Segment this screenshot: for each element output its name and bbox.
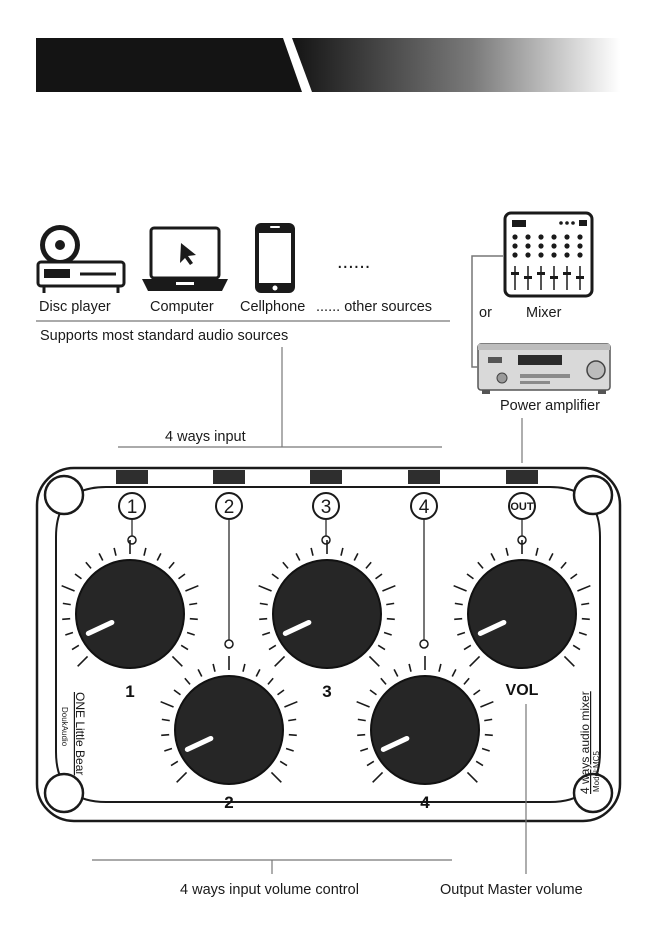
mixer-knob-dot — [512, 243, 517, 248]
output-jack — [506, 470, 538, 484]
knob-tick — [357, 735, 365, 736]
knob-label-3: 3 — [322, 682, 331, 701]
mounting-hole — [45, 476, 83, 514]
badge-number: OUT — [510, 501, 534, 513]
mixer-knob-dot — [551, 252, 556, 257]
input-jack — [116, 470, 148, 484]
knob-tick — [582, 619, 590, 620]
sources-ellipsis: ...... — [337, 251, 370, 273]
badge-number: 2 — [224, 497, 235, 518]
mixer-knob-dot — [512, 234, 517, 239]
mixer-icon — [505, 213, 592, 296]
knob-label-1: 1 — [125, 682, 134, 701]
brand-label: ONE Little Bear — [73, 692, 87, 775]
mixer-knob-dot — [577, 252, 582, 257]
knob-tick — [259, 619, 267, 620]
mounting-hole — [574, 476, 612, 514]
badge-number: 1 — [127, 497, 138, 518]
knob-tick — [62, 619, 70, 620]
mixer-knob-dot — [564, 234, 569, 239]
knob-body[interactable] — [76, 560, 184, 668]
mixer-knob-dot — [525, 243, 530, 248]
mixer-knob-dot — [577, 234, 582, 239]
knob-body[interactable] — [273, 560, 381, 668]
other-sources-label: ...... other sources — [316, 299, 432, 315]
mixer-knob-dot — [512, 252, 517, 257]
or-label: or — [479, 305, 492, 321]
mixer-label: Mixer — [526, 305, 562, 321]
knob-tick — [454, 619, 462, 620]
mixer-knob-dot — [551, 234, 556, 239]
knob-label-vol: VOL — [506, 682, 539, 699]
mixer-knob-dot — [564, 252, 569, 257]
header-dark-block — [36, 38, 302, 92]
disc-player-label: Disc player — [39, 299, 111, 315]
knob-label-2: 2 — [224, 793, 233, 812]
mixer-fader-cap — [524, 276, 532, 279]
model-label: Model:MC5 — [592, 751, 601, 792]
knob-tick — [387, 619, 395, 620]
knob-label-4: 4 — [420, 793, 430, 812]
cellphone-icon — [255, 223, 295, 293]
power-amplifier-label: Power amplifier — [500, 398, 600, 414]
badge-number: 3 — [321, 497, 332, 518]
sources-caption: Supports most standard audio sources — [40, 328, 288, 344]
header-gradient-block — [292, 38, 620, 92]
product-label: 4 ways audio mixer — [578, 691, 592, 794]
mixer-knob-dot — [525, 234, 530, 239]
master-volume-label: Output Master volume — [440, 882, 583, 898]
volume-control-label: 4 ways input volume control — [180, 882, 359, 898]
mixer-knob-dot — [564, 243, 569, 248]
knob-tick — [190, 619, 198, 620]
mixer-fader-cap — [550, 276, 558, 279]
header-banner — [36, 38, 620, 92]
mixer-knob-dot — [538, 234, 543, 239]
input-jack — [213, 470, 245, 484]
mixer-fader-cap — [563, 272, 571, 275]
knob-body[interactable] — [468, 560, 576, 668]
cellphone-label: Cellphone — [240, 299, 305, 315]
disc-player-icon — [38, 225, 124, 293]
input-jack — [310, 470, 342, 484]
sub-brand-label: DoukAudio — [60, 707, 69, 747]
stem-end-dot — [420, 640, 428, 648]
mounting-hole — [45, 774, 83, 812]
computer-label: Computer — [150, 299, 214, 315]
mixer-fader-cap — [576, 276, 584, 279]
stem-end-dot — [322, 536, 330, 544]
computer-icon — [142, 228, 228, 291]
input-label: 4 ways input — [165, 429, 246, 445]
stem-end-dot — [225, 640, 233, 648]
mixer-fader-cap — [537, 272, 545, 275]
knob-tick — [485, 735, 493, 736]
mixer-knob-dot — [538, 252, 543, 257]
knob-body[interactable] — [175, 676, 283, 784]
input-jack — [408, 470, 440, 484]
mixer-fader-cap — [511, 272, 519, 275]
badge-number: 4 — [419, 497, 430, 518]
mixer-knob-dot — [577, 243, 582, 248]
knob-tick — [289, 735, 297, 736]
power-amplifier-icon — [478, 344, 610, 394]
knob-body[interactable] — [371, 676, 479, 784]
mixer-knob-dot — [538, 243, 543, 248]
mixer-knob-dot — [525, 252, 530, 257]
knob-tick — [161, 735, 169, 736]
mixer-knob-dot — [551, 243, 556, 248]
